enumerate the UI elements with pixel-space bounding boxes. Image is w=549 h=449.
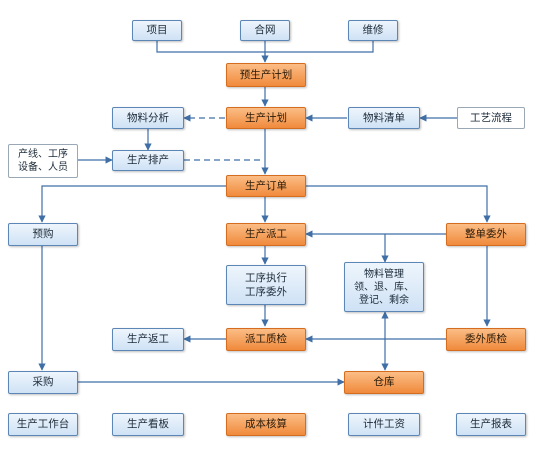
node-wuliao-qingdan[interactable]: 物料清单 — [348, 107, 420, 129]
node-shengchan-dingdan[interactable]: 生产订单 — [226, 175, 306, 197]
node-xiangmu[interactable]: 项目 — [132, 20, 182, 41]
node-gongxu-zhixing[interactable]: 工序执行 工序委外 — [226, 265, 306, 305]
node-shengchan-kanban[interactable]: 生产看板 — [112, 413, 184, 436]
node-caigou[interactable]: 采购 — [8, 371, 78, 394]
node-chengben-hesuan[interactable]: 成本核算 — [226, 413, 306, 436]
node-paigong-zhijian[interactable]: 派工质检 — [226, 328, 306, 351]
node-zhengdan-weiwai[interactable]: 整单委外 — [446, 223, 526, 246]
node-shengchan-paigong[interactable]: 生产派工 — [226, 223, 306, 246]
edge-xiangmu — [156, 41, 269, 63]
node-shengchan-gongzuotai[interactable]: 生产工作台 — [8, 413, 78, 436]
node-shengchan-paichan[interactable]: 生产排产 — [112, 150, 184, 171]
node-chanxian[interactable]: 产线、工序 设备、人员 — [8, 144, 78, 178]
node-shengchan-baobiao[interactable]: 生产报表 — [456, 413, 526, 436]
node-wuliao-fenxi[interactable]: 物料分析 — [112, 107, 184, 129]
edge-dd-yg — [38, 185, 226, 223]
node-weixiu[interactable]: 维修 — [348, 20, 398, 41]
node-weiwai-zhijian[interactable]: 委外质检 — [446, 328, 526, 351]
node-shengchan-jihua[interactable]: 生产计划 — [226, 107, 306, 129]
node-wuliao-guanli[interactable]: 物料管理 领、退、库、 登记、剩余 — [344, 262, 424, 312]
node-jijian-gongzi[interactable]: 计件工资 — [348, 413, 420, 436]
node-gongyi-liucheng[interactable]: 工艺流程 — [457, 107, 525, 129]
node-yugou[interactable]: 预购 — [8, 223, 78, 246]
edge-dd-zd — [305, 185, 491, 223]
node-cangku[interactable]: 仓库 — [344, 371, 424, 394]
node-yu-shengchan-jihua[interactable]: 预生产计划 — [226, 63, 306, 87]
node-shengchan-fangong[interactable]: 生产返工 — [112, 328, 184, 351]
node-hewang[interactable]: 合网 — [240, 20, 290, 41]
edge-weixiu — [265, 41, 374, 53]
